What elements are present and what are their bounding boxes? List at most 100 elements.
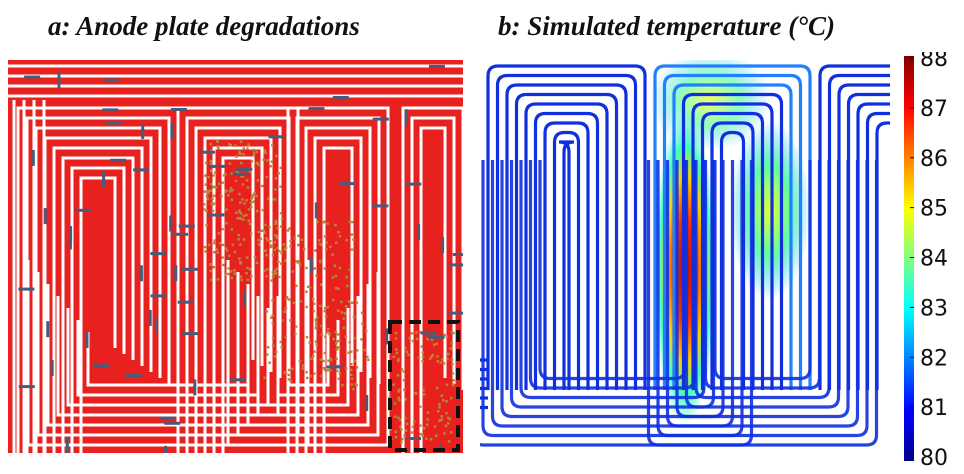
degradation-spot	[419, 405, 422, 408]
degradation-spot	[275, 154, 278, 158]
degradation-spot	[291, 270, 294, 273]
channel-line	[703, 160, 822, 390]
degradation-spot	[255, 261, 259, 265]
marker	[106, 121, 123, 125]
degradation-spot	[270, 245, 274, 248]
degradation-spot	[236, 171, 240, 174]
degradation-spot	[321, 221, 325, 224]
degradation-spot	[207, 189, 210, 192]
degradation-spot	[301, 364, 305, 367]
degradation-spot	[279, 212, 283, 215]
degradation-spot	[238, 216, 241, 220]
degradation-spot	[289, 239, 292, 243]
marker	[230, 378, 247, 382]
degradation-spot	[209, 169, 213, 172]
marker	[309, 257, 313, 274]
channel-line	[533, 111, 600, 390]
degradation-spot	[248, 222, 252, 226]
degradation-spot	[242, 153, 245, 156]
degradation-spot	[246, 186, 250, 189]
channel-line	[52, 146, 144, 453]
channel-line	[713, 160, 812, 381]
colorbar-tick-label: 84	[920, 247, 948, 272]
degradation-spot	[320, 333, 324, 336]
degradation-spot	[271, 314, 274, 317]
channel-line	[79, 176, 117, 453]
degradation-spot	[333, 264, 337, 268]
degradation-spot	[279, 262, 283, 265]
degradation-spot	[203, 190, 207, 193]
degradation-spot	[350, 377, 354, 380]
degradation-spot	[245, 199, 248, 202]
degradation-spot	[407, 353, 410, 357]
degradation-spot	[360, 311, 364, 315]
degradation-spot	[230, 270, 233, 273]
channel-line	[481, 160, 744, 438]
degradation-spot	[231, 189, 234, 192]
degradation-spot	[334, 330, 338, 334]
degradation-spot	[435, 342, 438, 345]
degradation-spot	[445, 335, 449, 338]
degradation-spot	[356, 349, 359, 352]
degradation-spot	[209, 160, 212, 163]
degradation-spot	[307, 285, 310, 289]
degradation-spot	[450, 358, 454, 362]
colorbar-tick-label: 83	[920, 296, 948, 321]
channel-line	[646, 160, 879, 447]
degradation-spot	[248, 267, 252, 271]
marker	[417, 224, 421, 241]
degradation-spot	[204, 174, 207, 177]
channel-line	[266, 308, 350, 407]
degradation-spot	[271, 254, 275, 257]
marker	[405, 437, 421, 440]
degradation-spot	[429, 438, 433, 441]
degradation-spot	[203, 208, 206, 211]
degradation-spot	[326, 331, 329, 334]
degradation-spot	[250, 160, 254, 163]
degradation-spot	[233, 269, 236, 272]
marker	[199, 150, 215, 154]
colorbar-tick-label: 82	[920, 346, 948, 371]
degradation-spot	[270, 160, 273, 163]
degradation-spot	[262, 229, 266, 233]
colorbar-tick-label: 81	[920, 396, 948, 421]
marker	[365, 395, 369, 411]
degradation-spot	[324, 315, 328, 318]
degradation-spot	[221, 227, 224, 231]
marker	[148, 309, 152, 326]
degradation-spot	[240, 161, 243, 165]
degradation-spot	[269, 244, 272, 247]
degradation-spot	[410, 332, 414, 335]
degradation-spot	[280, 346, 283, 349]
degradation-spot	[404, 429, 408, 432]
degradation-spot	[220, 195, 223, 198]
degradation-spot	[261, 208, 265, 212]
channel-line	[26, 260, 310, 447]
degradation-spot	[216, 145, 219, 148]
degradation-spot	[397, 416, 400, 419]
degradation-spot	[205, 209, 208, 213]
channel-line	[486, 64, 647, 390]
degradation-spot	[344, 305, 348, 308]
degradation-spot	[224, 273, 227, 277]
degradation-spot	[253, 256, 257, 259]
degradation-spot	[265, 237, 268, 240]
degradation-spot	[392, 383, 395, 386]
degradation-spot	[443, 432, 446, 435]
degradation-spot	[441, 358, 444, 361]
degradation-spot	[228, 254, 231, 257]
channel-line	[662, 73, 803, 390]
channel-line	[505, 83, 628, 390]
degradation-spot	[292, 301, 295, 305]
channel-line	[246, 284, 370, 427]
degradation-spot	[302, 248, 306, 251]
marker	[164, 445, 167, 453]
degradation-spot	[266, 239, 269, 242]
degradation-spot	[212, 174, 215, 177]
degradation-spot	[320, 283, 323, 286]
degradation-spot	[331, 276, 335, 279]
degradation-spot	[414, 391, 417, 395]
degradation-spot	[439, 361, 443, 364]
degradation-spot	[411, 339, 415, 343]
marker	[332, 96, 349, 99]
